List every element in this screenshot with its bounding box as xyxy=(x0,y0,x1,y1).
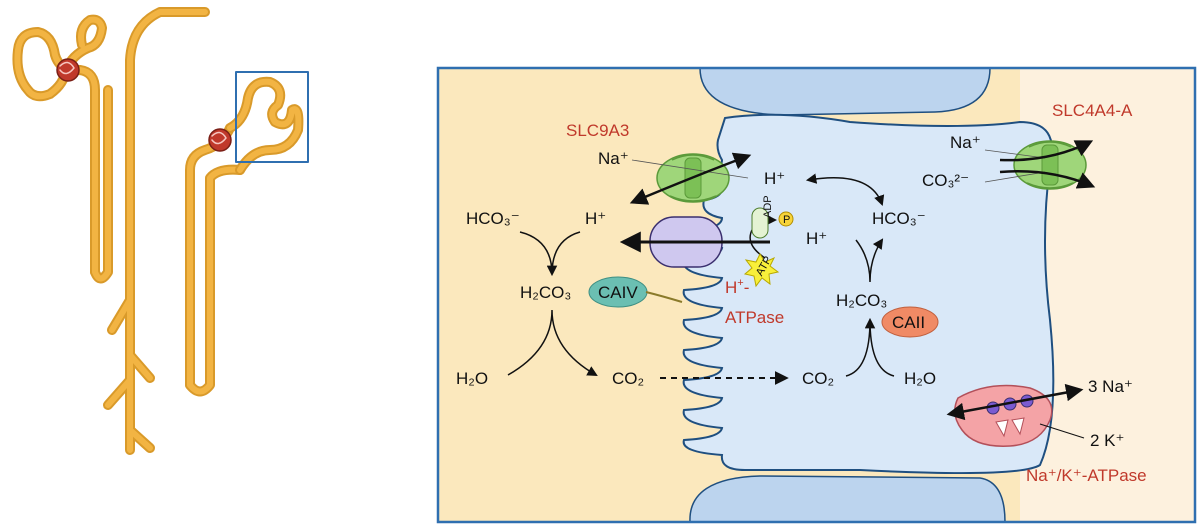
phosphate-icon: P xyxy=(778,211,794,227)
nak-k-line xyxy=(1039,423,1085,439)
h-label-atpase: H⁺ xyxy=(806,229,827,248)
caiv-enzyme: CAIV xyxy=(588,276,648,308)
h2co3-lumen-label: H₂CO₃ xyxy=(520,283,571,302)
nak-atpase-label: Na⁺/K⁺-ATPase xyxy=(1026,466,1147,485)
nak-atpase-pump xyxy=(954,384,1053,447)
hco3-lumen-label: HCO₃⁻ xyxy=(466,209,520,228)
panel-frame xyxy=(436,66,1197,524)
h-lumen-label: H⁺ xyxy=(585,209,606,228)
na-label-slc4a4: Na⁺ xyxy=(950,133,981,152)
neighbour-cell-top xyxy=(699,67,991,116)
svg-text:P: P xyxy=(783,214,790,226)
cell-split-arrow xyxy=(855,240,882,283)
atp-icon: ATP xyxy=(743,252,780,288)
adp-icon: ADP xyxy=(751,195,774,239)
lumen-combine-arrow xyxy=(519,231,581,274)
svg-text:ADP: ADP xyxy=(762,195,774,218)
co2-lumen-label: CO₂ xyxy=(612,369,644,388)
slc4a4-label: SLC4A4-A xyxy=(1052,101,1133,120)
nak-na-arrow xyxy=(946,383,1084,421)
h-hco3-arrow xyxy=(805,173,885,206)
h-atpase-label-1: H+- xyxy=(725,277,749,297)
glomerulus-icon xyxy=(208,128,232,152)
slc4a4-arrow-upper xyxy=(999,140,1094,162)
na-slc4-thin-line xyxy=(984,149,1046,159)
co3-thin-line xyxy=(984,171,1046,183)
slc9a3-label: SLC9A3 xyxy=(566,121,629,140)
h2o-cell-label: H₂O xyxy=(904,369,936,388)
slc9a3-exchange-arrow xyxy=(629,152,752,205)
h2o-lumen-label: H₂O xyxy=(456,369,488,388)
svg-text:CAII: CAII xyxy=(892,313,925,332)
co2-cell-label: CO₂ xyxy=(802,369,834,388)
svg-text:CAIV: CAIV xyxy=(598,283,638,302)
lumen-split-arrow xyxy=(507,309,596,375)
cell-combine-arrow xyxy=(845,320,895,377)
h2co3-cell-label: H₂CO₃ xyxy=(836,291,887,310)
neighbour-cell-bottom xyxy=(689,475,1006,523)
hco3-cell-label: HCO₃⁻ xyxy=(872,209,926,228)
caiv-anchor xyxy=(645,291,683,303)
na3-label: 3 Na⁺ xyxy=(1088,377,1133,396)
caii-enzyme: CAII xyxy=(881,306,939,338)
zoom-region-box xyxy=(235,71,309,163)
slc4a4-arrow-lower xyxy=(999,170,1096,189)
glomerulus-icon xyxy=(56,58,80,82)
na-label-slc9a3: Na⁺ xyxy=(598,149,629,168)
h-atpase-label-2: ATPase xyxy=(725,308,784,327)
k2-label: 2 K⁺ xyxy=(1090,431,1125,450)
detail-panel xyxy=(436,66,1197,524)
h-label-slc9a3: H⁺ xyxy=(764,169,785,188)
nephron-illustration xyxy=(12,7,309,455)
co3-label: CO₃²⁻ xyxy=(922,171,969,190)
